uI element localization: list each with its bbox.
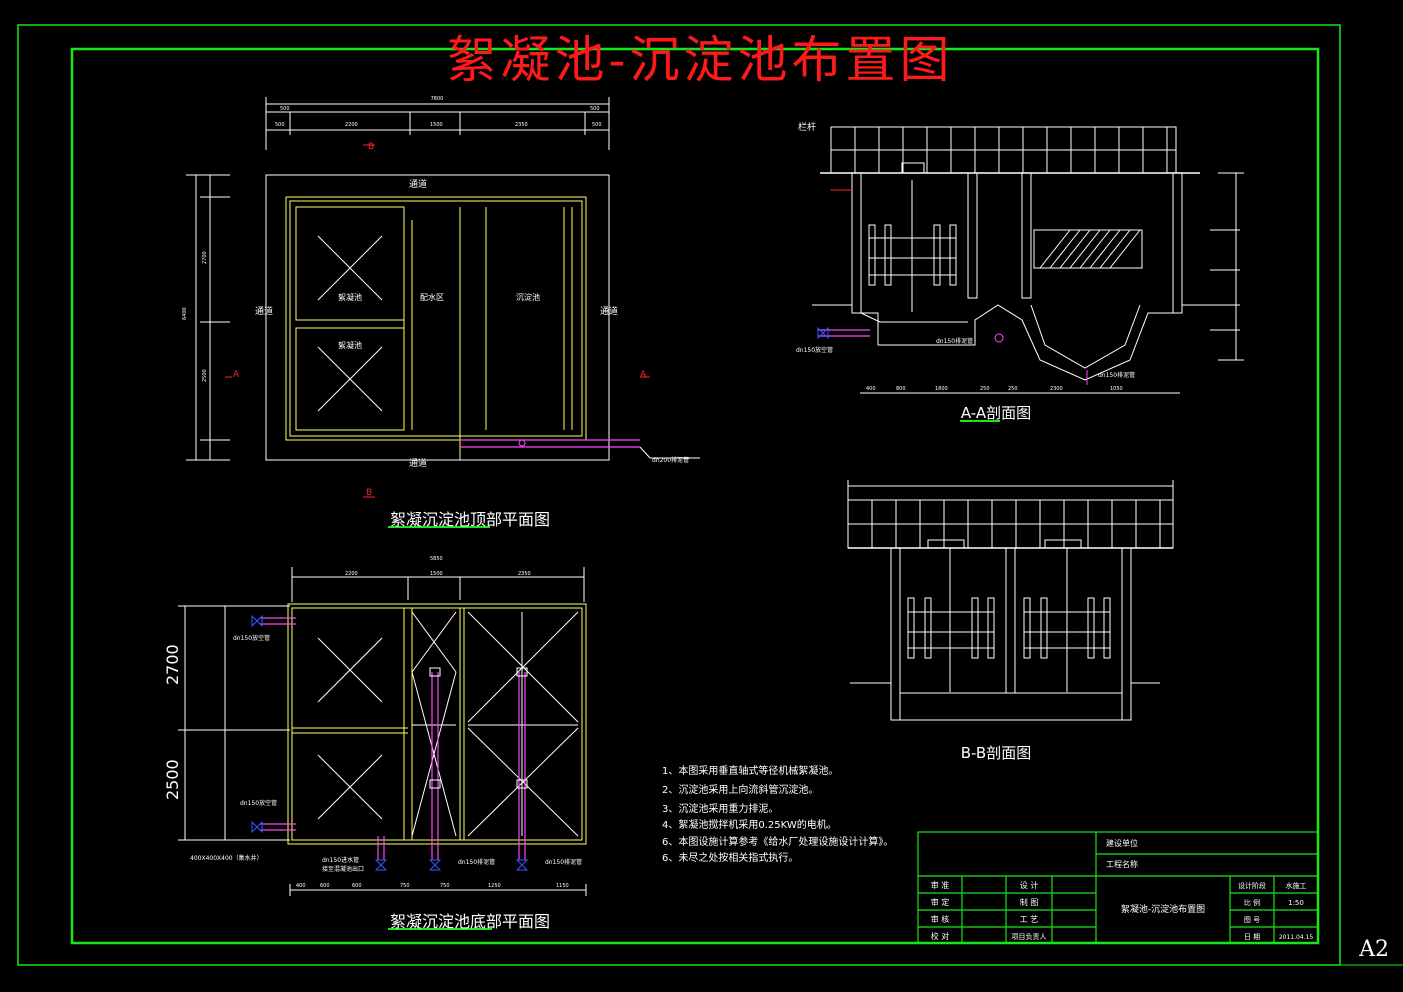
bottom-pipe-label-1: dn150进水管: [322, 856, 359, 864]
svg-text:2300: 2300: [1050, 386, 1063, 392]
note-5: 6、本图设施计算参考《给水厂处理设施设计计算》。: [662, 837, 894, 848]
inner-frame: [70, 47, 1320, 945]
note-1: 1、本图采用垂直轴式等径机械絮凝池。: [662, 766, 839, 777]
section-a-view: 400 800 1800 250 250 2300 1050: [812, 126, 1244, 394]
svg-text:400: 400: [296, 883, 306, 889]
svg-text:1050: 1050: [1110, 386, 1123, 392]
tb-row3-a: 审 核: [931, 914, 950, 924]
bottom-inlet-label-1: dn150放空管: [233, 634, 270, 642]
bottom-dim-2700: 2700: [163, 644, 182, 685]
section-a-pipe-label-3: dn150排泥管: [1098, 371, 1135, 379]
svg-text:250: 250: [980, 386, 990, 392]
svg-text:1250: 1250: [488, 883, 501, 889]
top-distrib-label: 配水区: [420, 292, 444, 302]
svg-text:1500: 1500: [430, 571, 443, 577]
tb-row2-b: 制 图: [1020, 897, 1039, 907]
top-floc-label-1: 絮凝池: [338, 292, 362, 302]
svg-text:500: 500: [275, 122, 285, 128]
top-section-b-bottom: B: [366, 488, 372, 498]
bottom-plan-view: 2200 1500 2350 5850: [178, 556, 587, 896]
top-plan-caption: 絮凝沉淀池顶部平面图: [390, 510, 551, 529]
bottom-plan-caption: 絮凝沉淀池底部平面图: [390, 912, 551, 931]
top-settle-label: 沉淀池: [516, 292, 540, 302]
tb-stage-label: 设计阶段: [1238, 881, 1266, 890]
svg-text:1800: 1800: [935, 386, 948, 392]
note-4: 4、絮凝池搅拌机采用0.25KW的电机。: [662, 820, 837, 831]
section-a-caption: A-A剖面图: [961, 404, 1031, 422]
tb-row1-a: 审 准: [931, 880, 950, 890]
top-road-left: 通道: [255, 305, 273, 317]
drawing-title: 絮凝池-沉淀池布置图: [446, 31, 954, 89]
top-section-a-left: A: [233, 370, 240, 380]
top-road-right: 通道: [600, 305, 618, 317]
tb-scale-value: 1:50: [1288, 899, 1304, 907]
svg-text:2350: 2350: [515, 122, 528, 128]
sheet-size-label: A2: [1359, 937, 1389, 962]
svg-text:500: 500: [590, 106, 600, 112]
tb-stage-value: 水施工: [1286, 881, 1307, 890]
note-6: 6、未尽之处按相关指式执行。: [662, 853, 799, 864]
tb-row2-a: 审 定: [931, 897, 950, 907]
svg-text:500: 500: [592, 122, 602, 128]
bottom-pipe-label-3: dn150排泥管: [545, 858, 582, 866]
top-plan-view: 7800 500 500 500 2200 1500 2350 500 6400…: [182, 96, 700, 498]
svg-text:600: 600: [320, 883, 330, 889]
svg-text:2500: 2500: [202, 369, 208, 382]
top-section-b-top: B: [368, 142, 374, 152]
svg-text:6400: 6400: [182, 307, 188, 320]
tb-row1-b: 设 计: [1020, 880, 1039, 890]
section-a-rail-label: 栏杆: [798, 121, 816, 133]
svg-text:1500: 1500: [430, 122, 443, 128]
bottom-inlet-label-2: dn150放空管: [240, 799, 277, 807]
svg-text:5850: 5850: [430, 556, 443, 562]
section-b-caption: B-B剖面图: [961, 744, 1031, 762]
bottom-pipe-label-2: dn150排泥管: [458, 858, 495, 866]
svg-text:400: 400: [866, 386, 876, 392]
svg-text:750: 750: [440, 883, 450, 889]
tb-drawing-name: 絮凝池-沉淀池布置图: [1121, 903, 1205, 915]
svg-text:250: 250: [1008, 386, 1018, 392]
svg-text:750: 750: [400, 883, 410, 889]
tb-project-name: 工程名称: [1106, 859, 1138, 869]
note-2: 2、沉淀池采用上向流斜管沉淀池。: [662, 785, 819, 796]
top-road-top: 通道: [409, 178, 427, 190]
top-section-a-right: A: [640, 370, 647, 380]
tb-row4-b: 项目负责人: [1012, 932, 1047, 941]
svg-text:2700: 2700: [202, 251, 208, 264]
bottom-outlet-label: 400X400X400（集水井）: [190, 854, 263, 862]
svg-text:500: 500: [280, 106, 290, 112]
tb-build-unit: 建设单位: [1106, 838, 1138, 848]
tb-scale-label: 比 例: [1244, 898, 1260, 907]
tb-number-label: 图 号: [1244, 916, 1260, 924]
tb-date-value: 2011.04.15: [1279, 934, 1314, 941]
title-block: [917, 831, 1319, 944]
outer-frame: [17, 24, 1341, 966]
svg-text:800: 800: [896, 386, 906, 392]
svg-text:2350: 2350: [518, 571, 531, 577]
section-a-pipe-label-1: dn150放空管: [796, 346, 833, 354]
section-a-pipe-label-2: dn150排泥管: [936, 337, 973, 345]
svg-text:7800: 7800: [431, 96, 444, 102]
svg-text:600: 600: [352, 883, 362, 889]
top-floc-label-2: 絮凝池: [338, 340, 362, 350]
bottom-dim-2500: 2500: [163, 759, 182, 800]
note-3: 3、沉淀池采用重力排泥。: [662, 804, 779, 815]
svg-text:2200: 2200: [345, 571, 358, 577]
svg-text:1150: 1150: [556, 883, 569, 889]
top-pipe-label: dn200排泥管: [652, 456, 689, 464]
top-road-bottom: 通道: [409, 457, 427, 469]
svg-text:2200: 2200: [345, 122, 358, 128]
tb-date-label: 日 期: [1244, 933, 1260, 941]
bottom-pipe-label-1b: 接至混凝池出口: [322, 865, 364, 873]
section-b-view: [847, 480, 1174, 721]
tb-row3-b: 工 艺: [1020, 915, 1039, 924]
tb-row4-a: 校 对: [931, 931, 950, 941]
